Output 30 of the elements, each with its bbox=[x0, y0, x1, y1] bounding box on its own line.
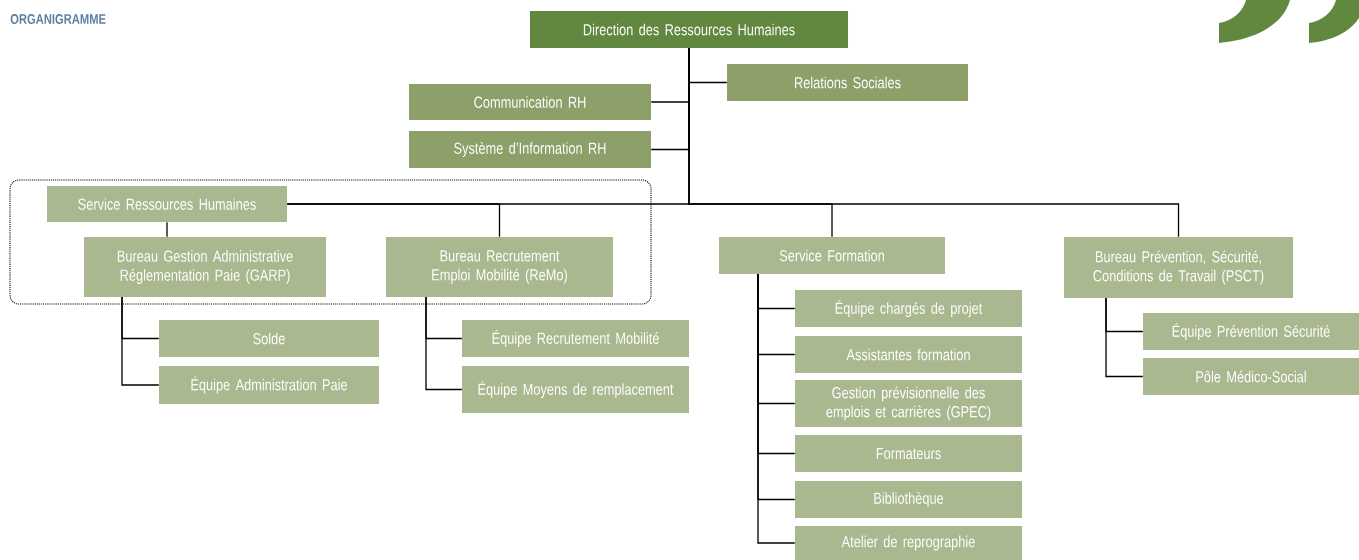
department-box: Bureau Gestion Administrative Réglementation Paie (GARP) bbox=[84, 237, 326, 297]
department-box: Équipe chargés de projet bbox=[795, 290, 1022, 327]
connector-line bbox=[166, 221, 168, 238]
connector-line bbox=[121, 296, 160, 386]
department-box: Système d’Information RH bbox=[409, 131, 651, 168]
department-box: Équipe Administration Paie bbox=[159, 366, 379, 404]
department-box: Solde bbox=[159, 320, 379, 357]
heading: ORGANIGRAMME bbox=[10, 14, 106, 24]
department-box: Pôle Médico-Social bbox=[1143, 358, 1359, 395]
connector-line bbox=[1105, 297, 1144, 378]
connector-line bbox=[757, 273, 796, 544]
department-box: Atelier de reprographie bbox=[795, 526, 1022, 560]
department-box: Bureau Recrutement Emploi Mobilité (ReMo) bbox=[386, 237, 613, 297]
department-box: Équipe Moyens de remplacement bbox=[462, 366, 689, 413]
department-box: Service Formation bbox=[719, 237, 945, 274]
department-box: Service Ressources Humaines bbox=[47, 186, 287, 222]
department-box: Équipe Prévention Sécurité bbox=[1143, 313, 1359, 350]
department-box: Direction des Ressources Humaines bbox=[530, 11, 848, 48]
department-box: Gestion prévisionnelle des emplois et carrières (GPEC) bbox=[795, 380, 1022, 427]
group-outline bbox=[9, 179, 652, 305]
connector-line bbox=[688, 47, 1180, 238]
department-box: Bibliothèque bbox=[795, 481, 1022, 518]
department-box: Équipe Recrutement Mobilité bbox=[462, 320, 689, 357]
connector-line bbox=[425, 296, 463, 391]
department-box: Assistantes formation bbox=[795, 336, 1022, 373]
department-box: Formateurs bbox=[795, 435, 1022, 472]
department-box: Relations Sociales bbox=[727, 64, 968, 101]
department-box: Communication RH bbox=[409, 84, 651, 120]
department-box: Bureau Prévention, Sécurité, Conditions de Travail (PSCT) bbox=[1064, 237, 1293, 298]
connector-line bbox=[286, 203, 501, 238]
